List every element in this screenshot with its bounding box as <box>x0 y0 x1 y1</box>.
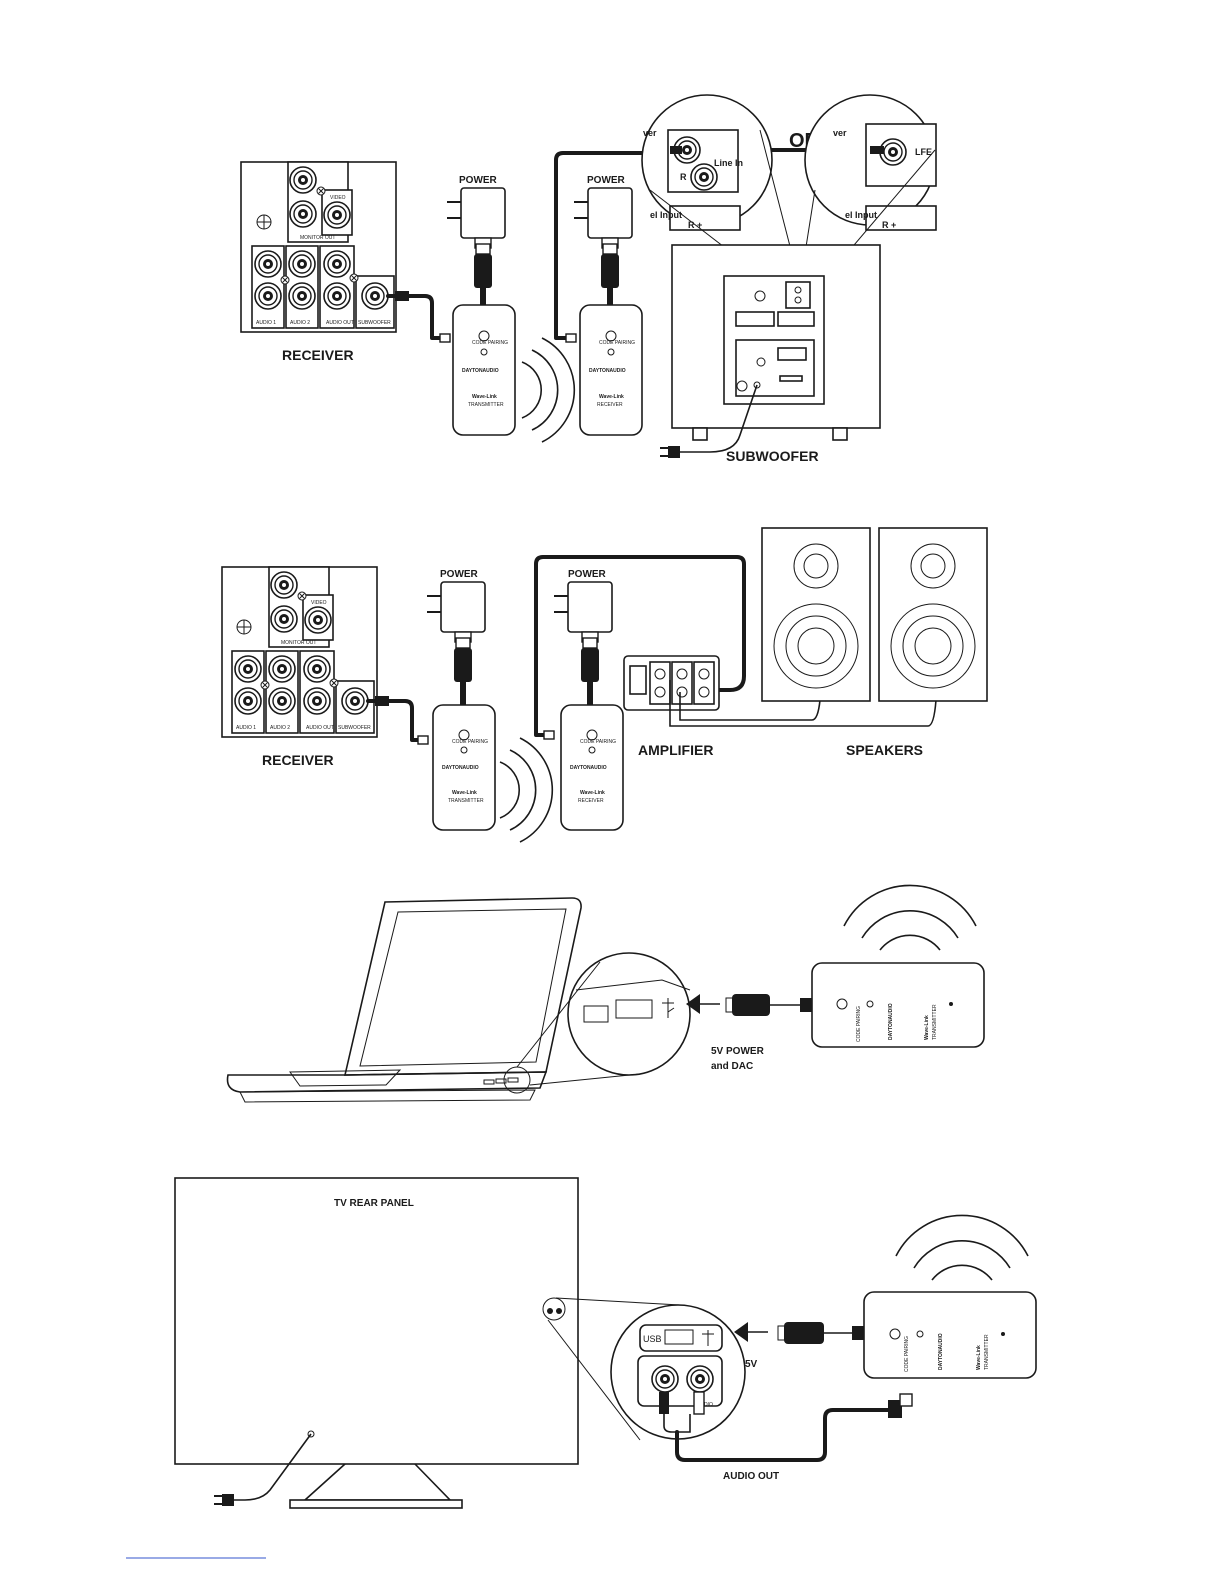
svg-text:AUDIO 1: AUDIO 1 <box>236 725 256 731</box>
power-label-right-2: POWER <box>568 569 607 580</box>
svg-text:CODE PAIRING: CODE PAIRING <box>599 340 635 346</box>
power-dac-label-2: and DAC <box>711 1061 753 1072</box>
5v-label: 5V <box>745 1359 758 1370</box>
audio1-label: AUDIO 1 <box>256 320 276 326</box>
tv-rear-panel <box>174 1177 579 1509</box>
svg-text:el Input: el Input <box>845 210 877 220</box>
receiver-label: RECEIVER <box>282 347 354 363</box>
diagram-3-laptop: CODE PAIRING DAYTONAUDIO Wave-Link TRANS… <box>226 884 985 1103</box>
svg-text:ver: ver <box>643 128 657 138</box>
tv-rear-panel-label: TV REAR PANEL <box>334 1198 414 1209</box>
receiver-panel: MONITOR OUT VIDEO AUDIO 1 AUDIO 2 AUDIO … <box>240 161 397 333</box>
wireless-signal-icon <box>521 337 576 443</box>
subwoofer-power-cord <box>680 384 758 453</box>
subwoofer <box>671 244 881 441</box>
monitor-out-label: MONITOR OUT <box>300 235 335 241</box>
speaker-left <box>761 527 871 702</box>
svg-text:RECEIVER: RECEIVER <box>578 798 604 804</box>
svg-text:TRANSMITTER: TRANSMITTER <box>932 1004 938 1040</box>
power-label-left: POWER <box>459 175 498 186</box>
audio-cable <box>407 294 444 340</box>
audio-label: AUDIO <box>697 1402 713 1408</box>
receiver-label-2: RECEIVER <box>262 752 334 768</box>
svg-text:Wave-Link: Wave-Link <box>599 394 624 400</box>
output-cable <box>554 151 682 340</box>
svg-text:CODE PAIRING: CODE PAIRING <box>580 739 616 745</box>
svg-text:CODE PAIRING: CODE PAIRING <box>472 340 508 346</box>
wireless-signal-icon-4 <box>895 1214 1029 1281</box>
zoom-tv-ports: USB AUDIO <box>610 1304 746 1440</box>
svg-text:DAYTONAUDIO: DAYTONAUDIO <box>589 368 626 374</box>
svg-text:R: R <box>680 172 687 182</box>
wave-link-receiver-2: CODE PAIRING DAYTONAUDIO Wave-Link RECEI… <box>560 704 624 831</box>
svg-text:CODE PAIRING: CODE PAIRING <box>452 739 488 745</box>
zoom-lfe: LFE ver el Input R + <box>804 94 937 231</box>
wave-link-transmitter-4: CODE PAIRING DAYTONAUDIO Wave-Link TRANS… <box>863 1291 1037 1379</box>
svg-text:AUDIO OUT: AUDIO OUT <box>306 725 334 731</box>
amplifier <box>623 655 720 711</box>
svg-text:DAYTONAUDIO: DAYTONAUDIO <box>938 1333 944 1370</box>
amplifier-label: AMPLIFIER <box>638 742 713 758</box>
power-label-right: POWER <box>587 175 626 186</box>
svg-text:DAYTONAUDIO: DAYTONAUDIO <box>570 765 607 771</box>
subwoofer-label: SUBWOOFER <box>726 448 819 464</box>
svg-text:SUBWOOFER: SUBWOOFER <box>338 725 371 731</box>
diagram-4-tv: TV REAR PANEL USB AUDIO AUDIO OUT <box>174 1177 1037 1509</box>
svg-text:TRANSMITTER: TRANSMITTER <box>984 1334 990 1370</box>
audio-out-label: AUDIO OUT <box>326 320 354 326</box>
svg-text:ver: ver <box>833 128 847 138</box>
zoom-usb-port <box>567 952 691 1076</box>
svg-text:CODE PAIRING: CODE PAIRING <box>856 1006 862 1042</box>
svg-text:DAYTONAUDIO: DAYTONAUDIO <box>462 368 499 374</box>
svg-text:Wave-Link: Wave-Link <box>924 1015 930 1040</box>
subwoofer-port-label: SUBWOOFER <box>358 320 391 326</box>
arrow-icon <box>686 994 700 1014</box>
svg-text:el Input: el Input <box>650 210 682 220</box>
svg-text:TRANSMITTER: TRANSMITTER <box>468 402 504 408</box>
svg-text:CODE PAIRING: CODE PAIRING <box>904 1336 910 1372</box>
audio2-label: AUDIO 2 <box>290 320 310 326</box>
svg-text:RECEIVER: RECEIVER <box>597 402 623 408</box>
wireless-signal-icon-3 <box>843 884 977 951</box>
power-dac-label-1: 5V POWER <box>711 1046 765 1057</box>
svg-text:MONITOR OUT: MONITOR OUT <box>281 640 316 646</box>
diagram-1-subwoofer: MONITOR OUT VIDEO AUDIO 1 AUDIO 2 AUDIO … <box>240 94 937 464</box>
video-label: VIDEO <box>330 195 346 201</box>
speaker-right <box>878 527 988 702</box>
svg-text:AUDIO 2: AUDIO 2 <box>270 725 290 731</box>
wave-link-transmitter-3: CODE PAIRING DAYTONAUDIO Wave-Link TRANS… <box>811 962 985 1048</box>
usb-icon-4 <box>702 1330 714 1346</box>
svg-text:Wave-Link: Wave-Link <box>580 790 605 796</box>
audio-out-cable <box>675 1408 892 1462</box>
svg-text:DAYTONAUDIO: DAYTONAUDIO <box>888 1003 894 1040</box>
svg-text:LFE: LFE <box>915 147 932 157</box>
svg-text:R +: R + <box>882 220 896 230</box>
svg-text:VIDEO: VIDEO <box>311 600 327 606</box>
usb-label: USB <box>643 1334 662 1344</box>
receiver-panel-2: MONITOR OUT VIDEO AUDIO 1 AUDIO 2 AUDIO … <box>221 566 378 738</box>
zoom-line-in: Line In R ver el Input R + <box>641 94 773 231</box>
svg-text:Wave-Link: Wave-Link <box>472 394 497 400</box>
speakers-label: SPEAKERS <box>846 742 923 758</box>
svg-text:Wave-Link: Wave-Link <box>976 1345 982 1370</box>
audio-out-label: AUDIO OUT <box>723 1471 779 1482</box>
svg-text:Wave-Link: Wave-Link <box>452 790 477 796</box>
svg-text:DAYTONAUDIO: DAYTONAUDIO <box>442 765 479 771</box>
power-label-left-2: POWER <box>440 569 479 580</box>
usb-icon <box>662 998 675 1018</box>
wave-link-receiver: CODE PAIRING DAYTONAUDIO Wave-Link RECEI… <box>579 304 643 436</box>
wave-link-transmitter: CODE PAIRING DAYTONAUDIO Wave-Link TRANS… <box>452 304 516 436</box>
laptop <box>226 897 582 1103</box>
wave-link-transmitter-2: CODE PAIRING DAYTONAUDIO Wave-Link TRANS… <box>432 704 496 831</box>
diagram-2-amplifier: MONITOR OUT VIDEO AUDIO 1 AUDIO 2 AUDIO … <box>221 527 988 843</box>
svg-text:TRANSMITTER: TRANSMITTER <box>448 798 484 804</box>
svg-text:Line In: Line In <box>714 158 743 168</box>
